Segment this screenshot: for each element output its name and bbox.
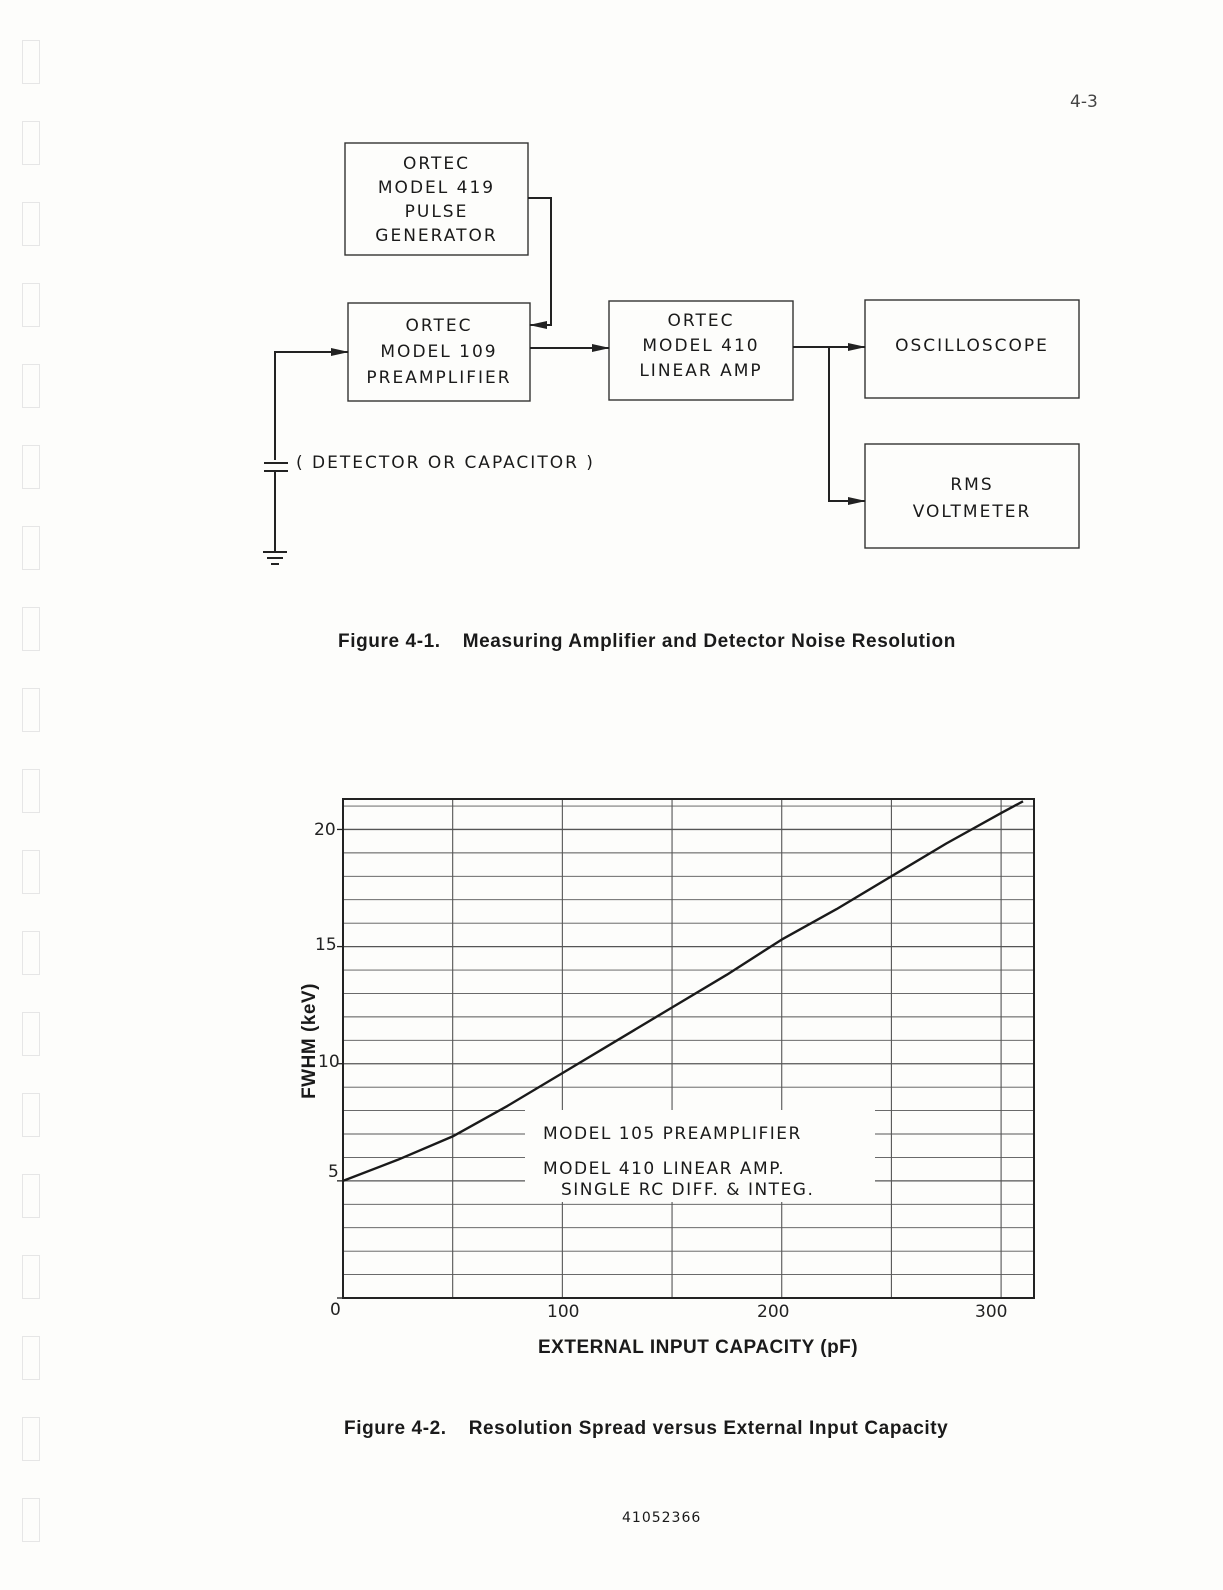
chart-frame [342,798,1035,1299]
margin-mark [22,40,40,84]
margin-mark [22,445,40,489]
preamplifier-label: ORTEC MODEL 109 PREAMPLIFIER [348,310,530,394]
margin-mark [22,688,40,732]
margin-mark [22,769,40,813]
margin-mark [22,1255,40,1299]
pulse-generator-line-4: GENERATOR [375,226,498,246]
y-tick-label-15: 15 [315,935,337,955]
x-tick-label-300: 300 [975,1302,1008,1322]
oscilloscope-line-1: OSCILLOSCOPE [895,336,1049,356]
x-tick-label-0: 0 [330,1300,341,1320]
pulse-generator-line-1: ORTEC [403,154,470,174]
legend-line-1: MODEL 105 PREAMPLIFIER [543,1124,802,1144]
linear-amp-line-1: ORTEC [667,310,735,331]
margin-mark [22,526,40,570]
margin-mark [22,364,40,408]
pulse-to-preamp-line [528,197,552,329]
footer-code: 41052366 [622,1510,702,1526]
figure-1-caption: Figure 4-1. Measuring Amplifier and Detec… [338,631,956,653]
pulse-generator-line-3: PULSE [404,202,469,222]
x-axis-title: EXTERNAL INPUT CAPACITY (pF) [538,1337,859,1358]
margin-mark [22,1417,40,1461]
legend-line-2: MODEL 410 LINEAR AMP. [543,1159,786,1179]
rms-voltmeter-line-2: VOLTMETER [912,502,1032,522]
margin-mark [22,121,40,165]
margin-mark [22,1336,40,1380]
detector-label: ( DETECTOR OR CAPACITOR ) [296,453,595,473]
block-diagram [263,142,1080,565]
pulse-generator-line-2: MODEL 419 [377,178,496,198]
oscilloscope-label: OSCILLOSCOPE [865,300,1079,392]
margin-mark [22,850,40,894]
x-tick-label-100: 100 [547,1302,580,1322]
pulse-generator-label: ORTEC MODEL 419 PULSE GENERATOR [345,150,528,250]
rms-voltmeter-box [864,443,1080,549]
detector-input-line [274,348,349,460]
rms-voltmeter-label: RMS VOLTMETER [865,464,1079,534]
margin-mark [22,1093,40,1137]
preamplifier-line-3: PREAMPLIFIER [366,368,512,388]
y-tick-label-10: 10 [318,1052,340,1072]
margin-marks [22,40,40,1542]
preamplifier-line-1: ORTEC [405,316,473,336]
margin-mark [22,202,40,246]
margin-mark [22,1012,40,1056]
margin-mark [22,931,40,975]
figure-2-caption: Figure 4-2. Resolution Spread versus Exte… [344,1418,948,1440]
x-tick-label-200: 200 [757,1302,790,1322]
margin-mark [22,1498,40,1542]
page-number: 4-3 [1070,92,1098,112]
linear-amp-label: ORTEC MODEL 410 LINEAR AMP [609,306,793,386]
y-tick-label-5: 5 [328,1162,339,1182]
margin-mark [22,1174,40,1218]
legend-line-3: SINGLE RC DIFF. & INTEG. [561,1180,815,1200]
figure-2-caption-number: Figure 4-2. [344,1418,447,1439]
y-axis-title: FWHM (keV) [299,983,320,1099]
margin-mark [22,283,40,327]
figure-2-caption-text: Resolution Spread versus External Input … [468,1418,949,1439]
linear-amp-line-3: LINEAR AMP [639,360,763,381]
y-tick-label-20: 20 [314,820,336,840]
preamplifier-line-2: MODEL 109 [380,342,498,362]
rms-voltmeter-line-1: RMS [950,475,994,495]
series-line-fwhm [342,800,1024,1183]
linear-amp-line-2: MODEL 410 [642,335,760,356]
chart-legend: MODEL 105 PREAMPLIFIER MODEL 410 LINEAR … [525,1110,875,1202]
figure-1-caption-text: Measuring Amplifier and Detector Noise R… [462,631,956,652]
linear-to-rms-line [828,347,866,505]
figure-1-caption-number: Figure 4-1. [338,631,441,652]
margin-mark [22,607,40,651]
